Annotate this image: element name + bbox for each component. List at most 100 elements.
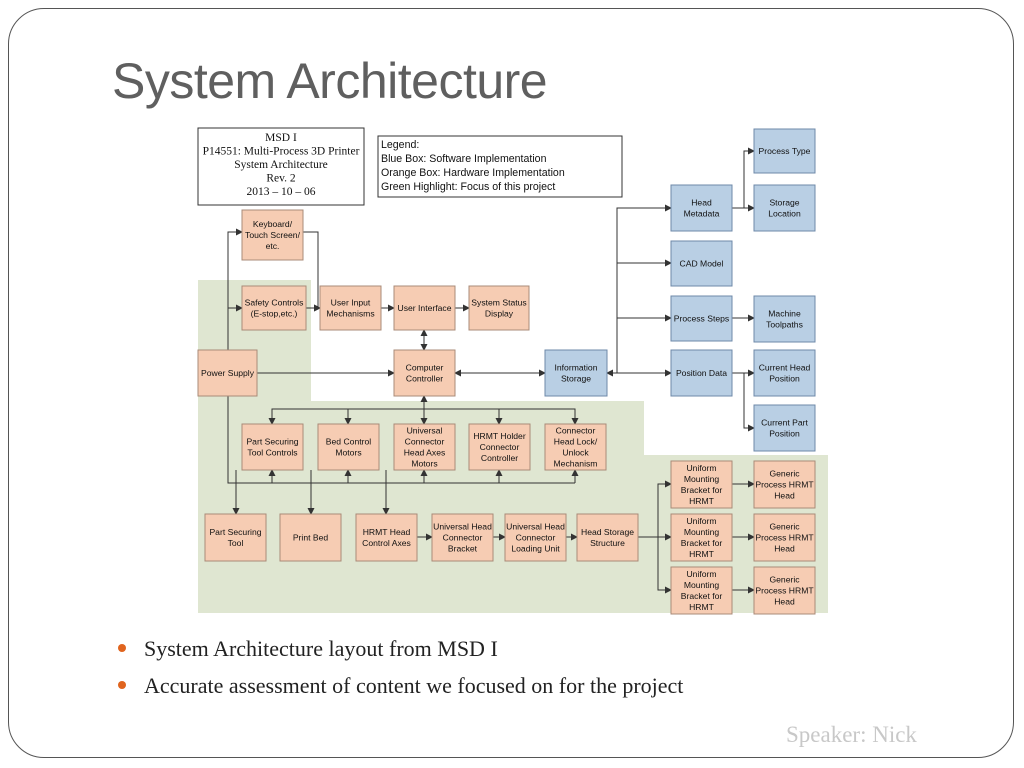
legend-line: Green Highlight: Focus of this project [381,181,555,193]
bed-control-motors-label: Motors [335,448,361,458]
storage-location-label: Location [768,209,801,219]
process-type-label: Process Type [759,146,811,156]
title-block-line: System Architecture [234,159,328,171]
bed-control-motors-box [317,423,380,471]
universal-connector-motors-label: Connector [405,437,445,447]
safety-controls-box [241,285,307,331]
universal-connector-motors-label: Motors [411,459,437,469]
mounting-bracket-1-box [670,460,733,509]
generic-head-2-box [753,513,816,562]
head-storage-structure-label: Head Storage [581,527,634,537]
generic-head-1-label: Process HRMT [755,480,814,490]
head-storage-structure-box [576,513,639,562]
bullet-item: System Architecture layout from MSD I [118,634,683,671]
mounting-bracket-2-box [670,513,733,562]
mounting-bracket-1-label: Mounting [684,474,720,484]
keyboard-box [241,209,304,261]
connector-line [616,204,672,373]
universal-head-bracket-box [431,513,494,562]
hrmt-holder-controller-label: Connector [480,442,520,452]
hrmt-holder-controller-label: Controller [481,453,518,463]
bullet-dot-icon [118,644,126,652]
bullet-text: System Architecture layout from MSD I [144,636,498,661]
process-type-box [753,128,816,174]
information-storage-label: Information [555,363,598,373]
current-head-position-label: Current Head [759,363,811,373]
hrmt-head-control-axes-box [355,513,418,562]
print-bed-label: Print Bed [293,533,329,543]
bullet-text: Accurate assessment of content we focuse… [144,673,684,698]
part-securing-tool-label: Tool [228,538,244,548]
user-input-box [319,285,382,331]
generic-head-1-box [753,460,816,509]
storage-location-box [753,184,816,232]
mounting-bracket-1-label: Uniform [686,463,716,473]
current-part-position-box [753,404,816,452]
generic-head-2-label: Generic [769,522,800,532]
generic-head-3-label: Head [774,597,795,607]
position-data-label: Position Data [676,368,727,378]
generic-head-2-label: Process HRMT [755,533,814,543]
safety-controls-label: (E-stop,etc.) [251,309,298,319]
legend-line: Blue Box: Software Implementation [381,153,547,165]
mounting-bracket-2-label: Uniform [686,516,716,526]
keyboard-label: etc. [266,241,280,251]
generic-head-3-label: Generic [769,575,800,585]
status-display-label: System Status [471,298,526,308]
computer-controller-label: Computer [406,363,444,373]
status-display-box [468,285,530,331]
computer-controller-box [393,349,456,397]
part-securing-controls-box [241,423,304,471]
user-input-label: Mechanisms [326,309,374,319]
generic-head-1-label: Generic [769,469,800,479]
universal-head-loading-box [504,513,567,562]
machine-toolpaths-label: Toolpaths [766,320,803,330]
user-interface-label: User Interface [398,303,452,313]
mounting-bracket-3-label: Mounting [684,580,720,590]
mounting-bracket-2-label: Mounting [684,527,720,537]
computer-controller-label: Controller [406,374,443,384]
connector-line [657,480,672,537]
current-head-position-label: Position [769,374,800,384]
hrmt-holder-controller-box [468,423,531,471]
title-block [197,127,365,206]
connector-head-lock-box [544,423,607,471]
connector-line [227,228,243,350]
current-head-position-box [753,349,816,397]
bullet-list: System Architecture layout from MSD I Ac… [118,634,683,708]
cad-model-box [670,240,733,287]
cad-model-label: CAD Model [680,259,724,269]
universal-head-bracket-label: Bracket [448,544,478,554]
legend-box [377,135,623,198]
connector-head-lock-label: Head Lock/ [554,437,598,447]
process-steps-box [670,295,733,342]
head-storage-structure-label: Structure [590,538,625,548]
mounting-bracket-3-label: Bracket for [681,591,723,601]
connector-head-lock-label: Unlock [562,448,589,458]
connector-line [227,396,575,484]
connector-head-lock-label: Connector [556,426,596,436]
power-supply-box [197,349,258,397]
legend-line: Legend: [381,139,419,151]
title-block-line: P14551: Multi-Process 3D Printer [203,146,360,158]
legend-line: Orange Box: Hardware Implementation [381,167,565,179]
user-interface-box [393,285,456,331]
head-metadata-label: Head [691,198,712,208]
title-block-line: Rev. 2 [266,173,296,185]
mounting-bracket-3-label: Uniform [686,569,716,579]
connector-head-lock-label: Mechanism [554,459,598,469]
machine-toolpaths-label: Machine [768,309,801,319]
universal-head-bracket-label: Universal Head [433,522,492,532]
connector-line [657,537,672,594]
keyboard-label: Touch Screen/ [245,230,301,240]
speaker-note: Speaker: Nick [786,722,917,747]
head-metadata-label: Metadata [684,209,720,219]
position-data-box [670,349,733,397]
title-block-line: 2013 – 10 – 06 [247,186,316,198]
mounting-bracket-2-label: HRMT [689,549,715,559]
universal-head-bracket-label: Connector [443,533,483,543]
universal-connector-motors-box [393,423,456,471]
information-storage-label: Storage [561,374,591,384]
connector-line [743,373,755,432]
